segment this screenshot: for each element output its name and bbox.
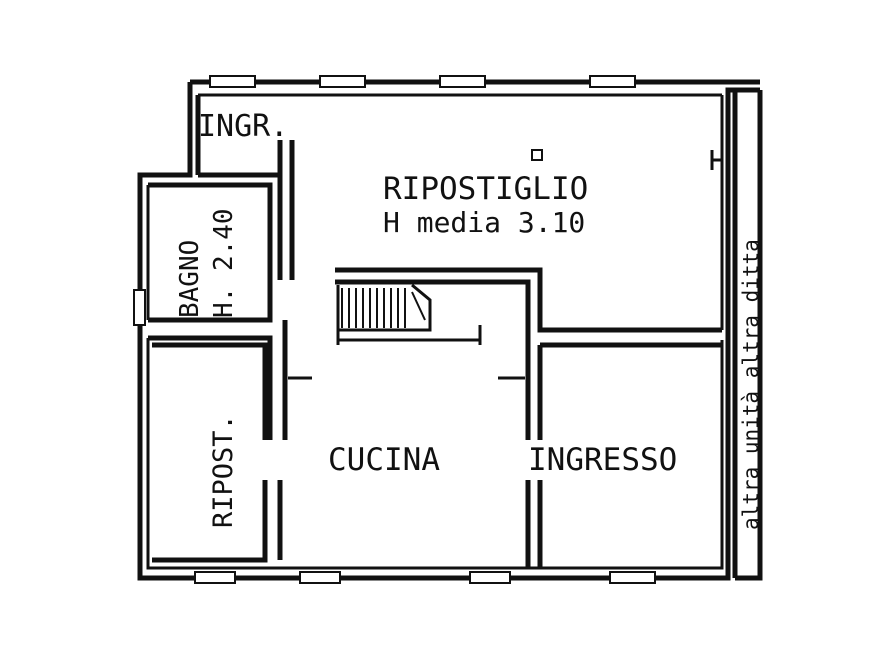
label-ripostiglio-height: H media 3.10 [383,206,585,239]
window [469,571,511,584]
ingr-walls [195,95,295,280]
window [209,75,256,88]
window [589,75,636,88]
label-ripostiglio: RIPOSTIGLIO [383,171,588,207]
window [133,289,146,326]
label-bagno-height: H. 2.40 [209,208,239,318]
window [439,75,486,88]
label-ingresso: INGRESSO [528,442,677,478]
bagno-walls [148,182,288,440]
windows [133,75,656,584]
label-bagno: BAGNO [175,240,205,318]
fixture-marker [531,149,543,161]
outer-wall-inner [146,93,724,570]
window [299,571,341,584]
label-side-note: altra unità altra ditta [739,239,763,530]
ripost-walls [152,342,283,563]
stair-walls [335,267,722,568]
window [609,571,656,584]
stair-outline [336,283,482,345]
window [319,75,366,88]
label-ripost: RIPOST. [208,414,239,528]
stair-steps [341,288,426,328]
right-wall-detail [710,150,722,170]
label-cucina: CUCINA [328,442,440,478]
label-ingr: INGR. [198,109,288,144]
window [194,571,236,584]
